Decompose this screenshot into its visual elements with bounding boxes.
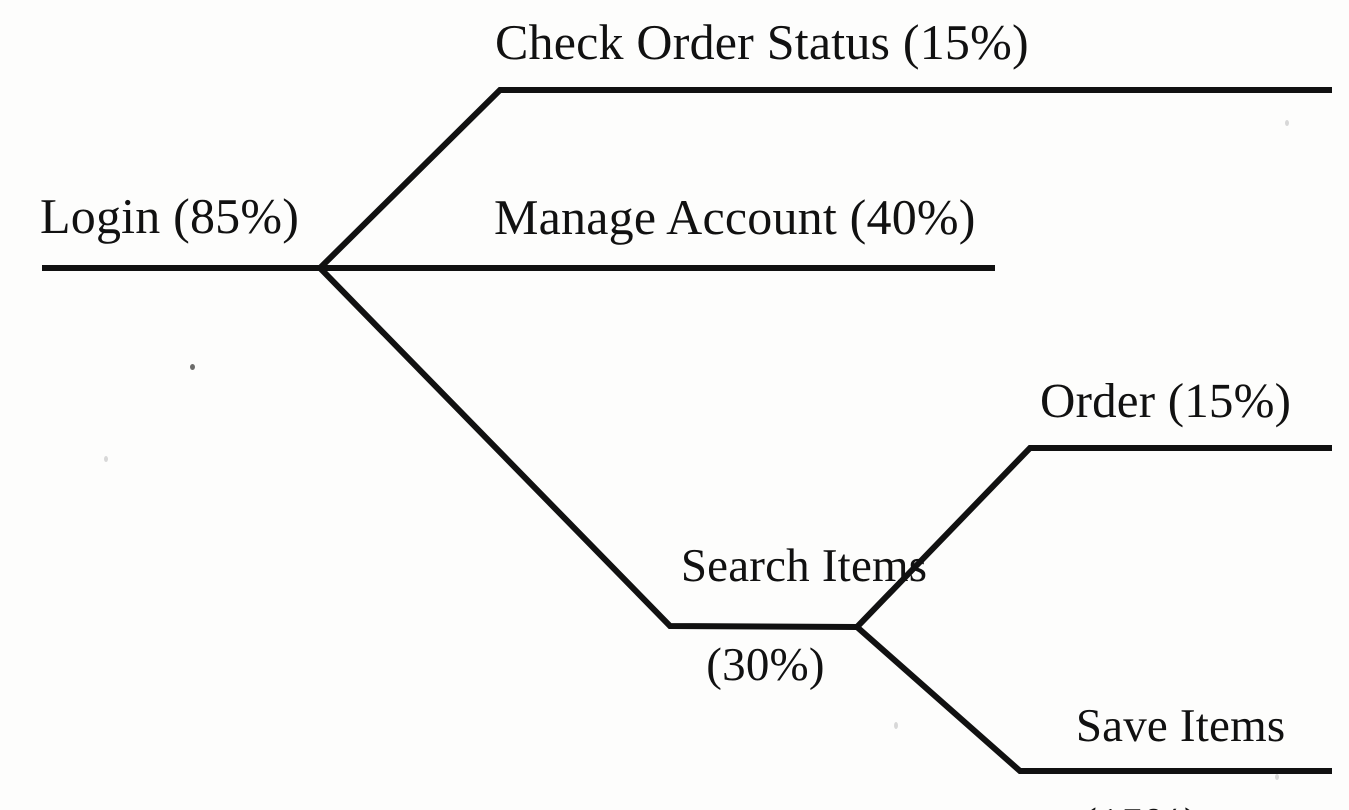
node-label-save-items-line1: Save Items: [1075, 699, 1286, 752]
node-label-manage-account: Manage Account (40%): [494, 189, 976, 245]
node-label-search-items-line2: (30%): [706, 639, 825, 692]
scan-speck: [190, 364, 195, 370]
node-label-search-items-line1: Search Items: [680, 539, 928, 592]
scan-speck: [894, 722, 898, 729]
edge-order: [854, 445, 1332, 630]
node-label-save-items-line2: (15%): [1028, 801, 1253, 810]
node-label-order: Order (15%): [1040, 373, 1292, 428]
scan-speck: [1275, 774, 1279, 780]
node-label-save-items: Save Items (15%): [1028, 652, 1285, 810]
node-label-check-order-status: Check Order Status (15%): [495, 14, 1029, 70]
node-label-search-items: Search Items (30%): [633, 492, 927, 791]
edge-save-items: [855, 624, 1332, 774]
scan-speck: [1285, 120, 1289, 126]
edge-check-order-status: [317, 87, 1332, 271]
scan-speck: [104, 456, 108, 462]
node-label-login: Login (85%): [40, 188, 300, 244]
edge-search-items: [317, 265, 858, 630]
